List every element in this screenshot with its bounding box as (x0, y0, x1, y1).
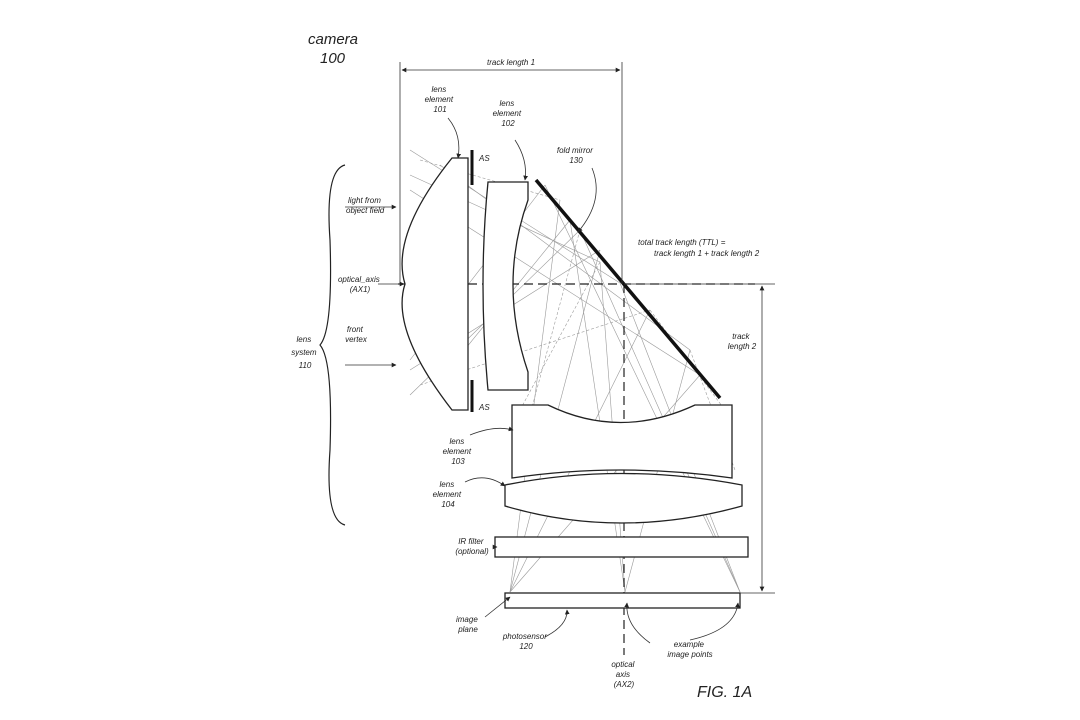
track-length-2-label: track length 2 (728, 332, 757, 351)
front-vertex-label: front vertex (345, 325, 368, 344)
optical-axis-2-label: optical axis (AX2) (611, 660, 636, 689)
ir-filter (494, 536, 749, 558)
leader-lines (447, 117, 740, 644)
aperture-stop-label-top: AS (478, 154, 490, 163)
aperture-stop-label-bottom: AS (478, 403, 490, 412)
ir-filter-label: IR filter (optional) (455, 537, 489, 556)
camera-number: 100 (320, 50, 346, 67)
lens-element-104 (504, 472, 743, 524)
example-points-label: example image points (667, 640, 712, 659)
light-from-label: light from object field (346, 196, 385, 215)
lens-element-104-label: lens element 104 (433, 480, 464, 509)
lens-element-101 (401, 157, 469, 411)
lens-element-103 (511, 404, 733, 479)
fold-mirror-label: fold mirror 130 (557, 146, 595, 165)
lens-system-label: lens system 110 (291, 335, 319, 370)
ttl-label: total track length (TTL) = track length … (638, 238, 760, 258)
photosensor (504, 592, 741, 609)
lens-element-102 (482, 181, 529, 391)
image-plane-label: image plane (456, 615, 480, 634)
track-length-1-label: track length 1 (487, 58, 535, 67)
lens-element-101-label: lens element 101 (425, 85, 456, 114)
camera-label: camera (308, 31, 358, 48)
fold-mirror (534, 178, 722, 400)
lens-system-brace (319, 164, 346, 526)
figure-label: FIG. 1A (697, 684, 752, 701)
photosensor-label: photosensor 120 (502, 632, 549, 651)
lens-element-103-label: lens element 103 (443, 437, 474, 466)
optical-axis-1-label: optical_axis (AX1) (338, 275, 382, 294)
lens-element-102-label: lens element 102 (493, 99, 524, 128)
